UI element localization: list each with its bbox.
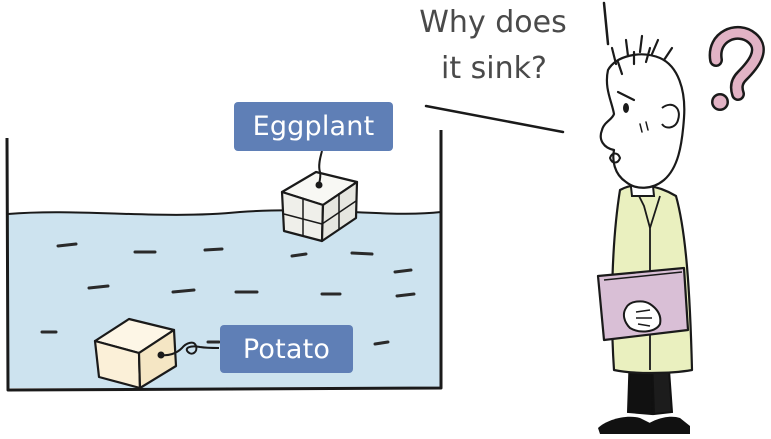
eggplant-dot (315, 181, 323, 189)
person (596, 34, 694, 434)
eggplant-cube (280, 170, 359, 243)
water-dashes (40, 242, 416, 346)
potato-connector (160, 341, 220, 357)
potato-label: Potato (220, 325, 353, 373)
potato-cube (93, 317, 178, 390)
hand (622, 300, 662, 333)
speech-line (424, 104, 565, 134)
question-mark-icon (708, 26, 765, 111)
water-surface-line (7, 209, 442, 216)
speech-tick (602, 1, 610, 46)
tank (5, 130, 443, 392)
speech-text-line1: Why does (419, 5, 567, 40)
eggplant-label: Eggplant (234, 102, 393, 151)
eggplant-connector (318, 150, 323, 185)
speech-text-line2: it sink? (441, 51, 547, 86)
head (599, 53, 686, 189)
